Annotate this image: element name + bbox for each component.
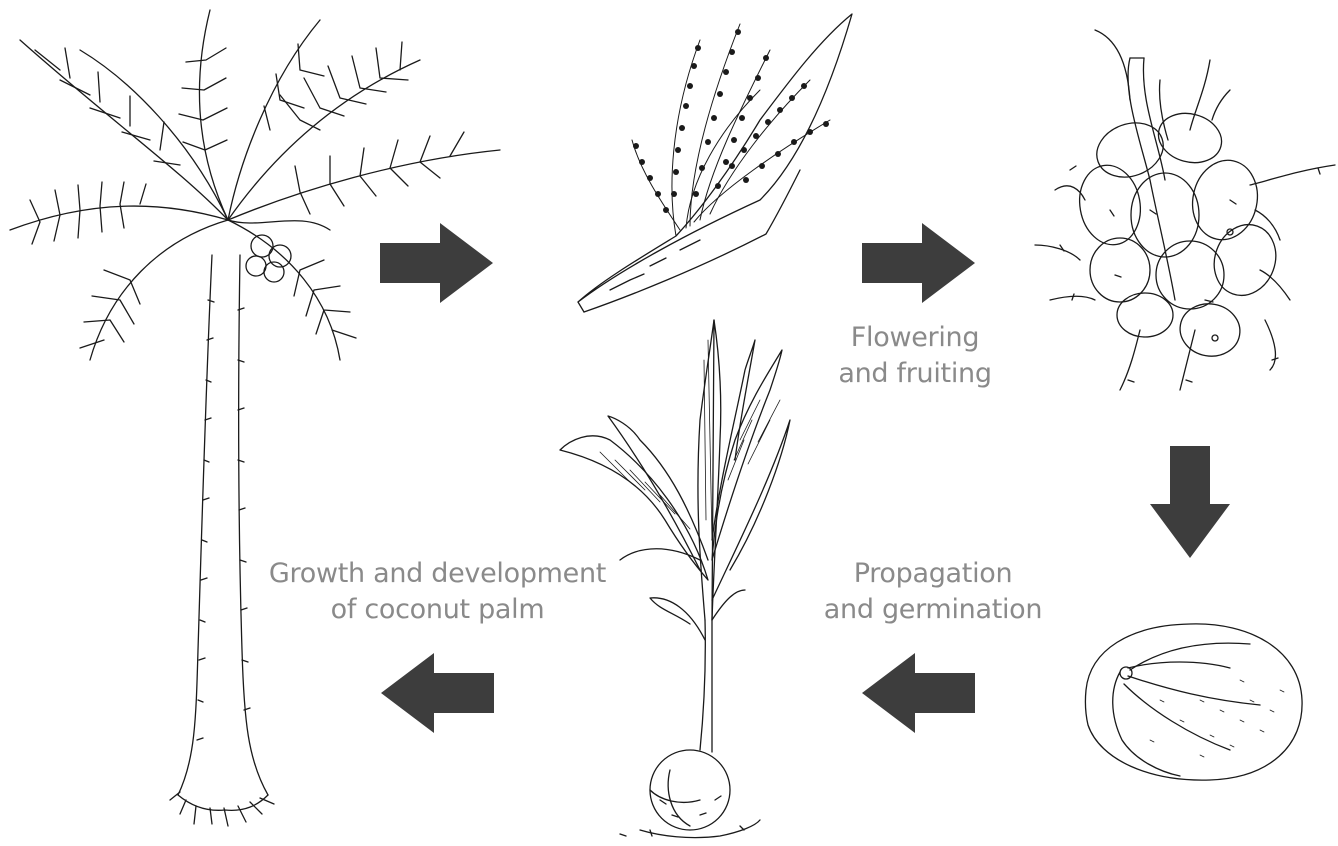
label-line: Growth and development xyxy=(255,556,620,592)
coconut-bunch-icon xyxy=(1035,30,1335,390)
growth-stage-label: Growth and development of coconut palm xyxy=(255,556,620,628)
arrow-left-icon xyxy=(381,653,494,733)
label-line: and germination xyxy=(808,592,1058,628)
label-line: of coconut palm xyxy=(255,592,620,628)
inflorescence-icon xyxy=(578,14,852,312)
arrow-down-icon xyxy=(1150,446,1230,558)
label-line: Flowering xyxy=(820,320,1010,356)
label-line: Propagation xyxy=(808,556,1058,592)
flowering-stage-label: Flowering and fruiting xyxy=(820,320,1010,392)
arrow-right-icon xyxy=(862,223,975,303)
arrow-right-icon xyxy=(380,223,493,303)
arrow-left-icon xyxy=(862,653,975,733)
propagation-stage-label: Propagation and germination xyxy=(808,556,1058,628)
coconut-fruit-icon xyxy=(1085,624,1302,780)
label-line: and fruiting xyxy=(820,356,1010,392)
